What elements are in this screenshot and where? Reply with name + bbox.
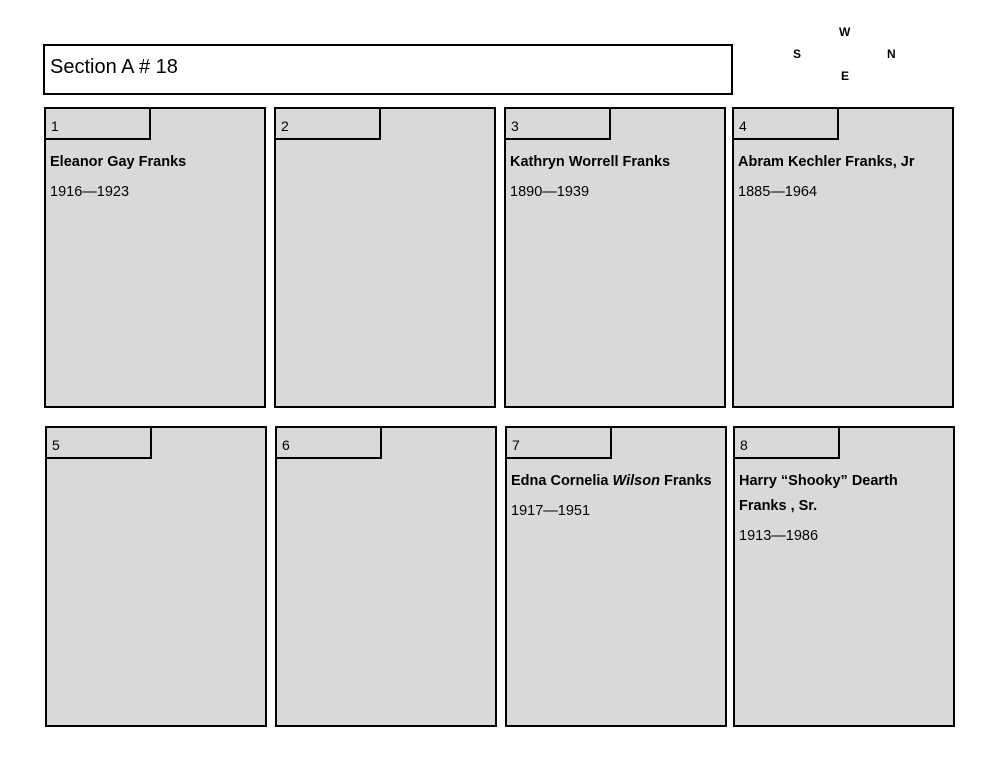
- compass-north: N: [887, 47, 896, 61]
- plot-dates: 1917—1951: [511, 503, 591, 519]
- plot-dates: 1913—1986: [739, 528, 819, 544]
- plot-number-box: 2: [276, 109, 381, 140]
- plot-name-surname: Franks: [663, 473, 712, 489]
- plot-4: 4 Abram Kechler Franks, Jr 1885—1964: [732, 107, 954, 408]
- plot-name: Eleanor Gay Franks: [50, 154, 187, 170]
- plot-number: 3: [511, 118, 519, 134]
- plot-number: 8: [740, 437, 748, 453]
- compass-east: E: [841, 69, 850, 83]
- section-title-box: Section A # 18: [43, 44, 733, 95]
- plot-name-given: Edna Cornelia: [511, 473, 609, 489]
- plot-number: 4: [739, 118, 747, 134]
- plot-number: 7: [512, 437, 520, 453]
- plot-number-box: 6: [277, 428, 382, 459]
- section-title: Section A # 18: [50, 56, 178, 78]
- plot-number: 1: [51, 118, 59, 134]
- plot-dates: 1885—1964: [738, 184, 818, 200]
- plot-dates: 1890—1939: [510, 184, 590, 200]
- plot-5: 5: [45, 426, 267, 727]
- plot-number: 2: [281, 118, 289, 134]
- plot-name: Kathryn Worrell Franks: [510, 154, 671, 170]
- plot-8: 8 Harry “Shooky” Dearth Franks , Sr. 191…: [733, 426, 955, 727]
- plot-number: 5: [52, 437, 60, 453]
- plot-1: 1 Eleanor Gay Franks 1916—1923: [44, 107, 266, 408]
- plot-6: 6: [275, 426, 497, 727]
- plot-number-box: 8: [735, 428, 840, 459]
- plot-number-box: 4: [734, 109, 839, 140]
- plot-number: 6: [282, 437, 290, 453]
- plot-name: Edna Cornelia Wilson Franks: [511, 469, 725, 494]
- plot-number-box: 3: [506, 109, 611, 140]
- plot-name: Harry “Shooky” Dearth Franks , Sr.: [739, 473, 898, 514]
- plot-name-maiden: Wilson: [612, 473, 660, 489]
- plot-number-box: 5: [47, 428, 152, 459]
- plot-dates: 1916—1923: [50, 184, 130, 200]
- plot-number-box: 1: [46, 109, 151, 140]
- plot-2: 2: [274, 107, 496, 408]
- plot-name: Abram Kechler Franks, Jr: [738, 154, 915, 170]
- compass-west: W: [839, 25, 851, 39]
- plot-number-box: 7: [507, 428, 612, 459]
- plot-7: 7 Edna Cornelia Wilson Franks 1917—1951: [505, 426, 727, 727]
- compass-south: S: [793, 47, 802, 61]
- plot-3: 3 Kathryn Worrell Franks 1890—1939: [504, 107, 726, 408]
